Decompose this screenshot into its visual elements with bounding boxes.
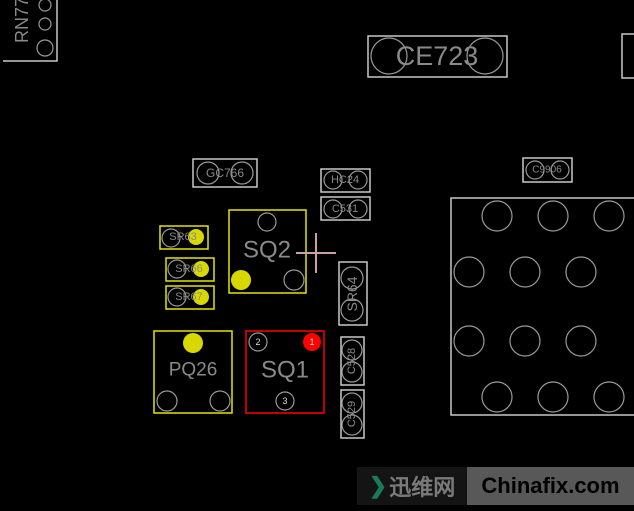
sq1-pin-1-selected[interactable] xyxy=(303,333,321,351)
sr63-label: SR63 xyxy=(169,231,197,243)
sq1-pin-2-label: 2 xyxy=(255,337,260,347)
sq1-pin-1-label: 1 xyxy=(309,337,314,347)
component-hc24[interactable]: HC24 xyxy=(320,168,371,193)
c529-label: C529 xyxy=(346,401,358,427)
component-sr64[interactable]: SR64 xyxy=(338,261,368,326)
c9906-label: C9906 xyxy=(532,165,562,176)
watermark: ❯迅维网 Chinafix.com xyxy=(357,467,634,505)
component-c529[interactable]: C529 xyxy=(340,389,365,439)
component-bga[interactable] xyxy=(450,197,634,416)
chevron-right-icon: ❯ xyxy=(368,473,388,498)
component-partial-right[interactable] xyxy=(621,33,634,79)
crosshair-cursor xyxy=(296,233,336,273)
component-sr67[interactable]: SR67 xyxy=(165,285,215,310)
c531-label: C531 xyxy=(332,203,358,215)
watermark-cn: 迅维网 xyxy=(389,475,456,500)
sr64-label: SR64 xyxy=(344,276,360,311)
component-sr66[interactable]: SR66 xyxy=(165,257,215,282)
sq2-label: SQ2 xyxy=(243,237,291,264)
component-rn77[interactable]: RN77 xyxy=(3,0,58,62)
component-sq1[interactable]: 2 1 3 SQ1 xyxy=(245,330,325,414)
component-sr63[interactable]: SR63 xyxy=(159,225,209,250)
component-c531[interactable]: C531 xyxy=(320,196,371,221)
sr67-label: SR67 xyxy=(175,291,203,303)
rn77-label: RN77 xyxy=(12,0,32,43)
component-c9906[interactable]: C9906 xyxy=(522,157,573,183)
component-c528[interactable]: C528 xyxy=(340,336,365,386)
component-sq2[interactable]: SQ2 xyxy=(228,209,307,294)
component-gc766[interactable]: GC766 xyxy=(192,158,258,188)
ce723-label: CE723 xyxy=(396,41,479,71)
watermark-en: Chinafix.com xyxy=(467,467,634,505)
sq1-label: SQ1 xyxy=(261,357,309,384)
sq1-pin-3-label: 3 xyxy=(282,396,287,406)
gc766-label: GC766 xyxy=(206,166,244,180)
pq26-label: PQ26 xyxy=(169,360,218,381)
hc24-label: HC24 xyxy=(331,174,359,186)
component-ce723[interactable]: CE723 xyxy=(367,35,508,78)
component-pq26[interactable]: PQ26 xyxy=(153,330,233,414)
c528-label: C528 xyxy=(346,348,358,374)
sr66-label: SR66 xyxy=(175,263,203,275)
